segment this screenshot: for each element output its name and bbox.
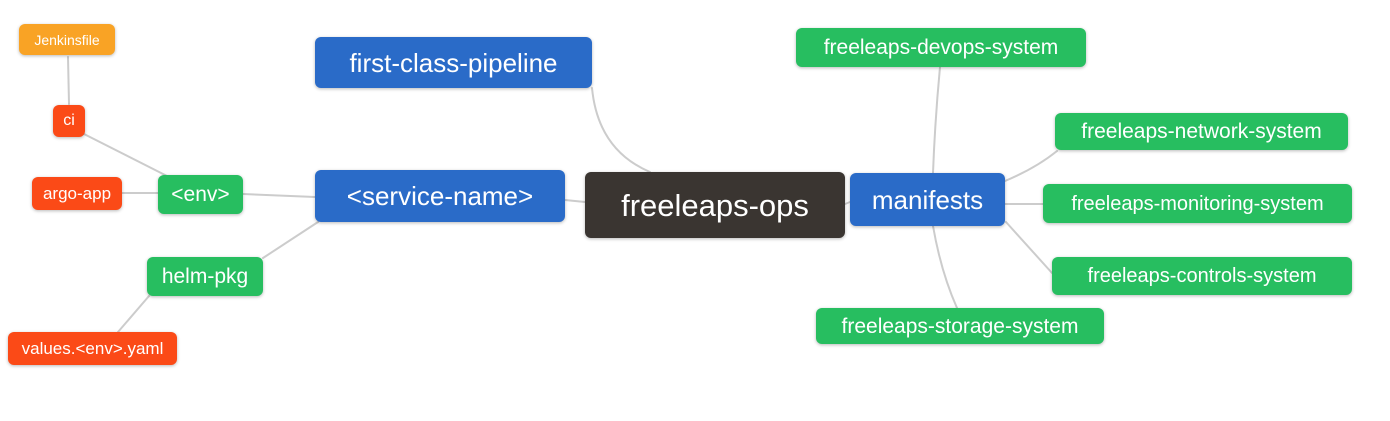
edge-helm-pkg--values-env-yaml bbox=[117, 295, 150, 333]
mindmap-node-values-env-yaml[interactable]: values.<env>.yaml bbox=[8, 332, 177, 365]
edge-service-name--helm-pkg bbox=[262, 221, 319, 259]
mindmap-node-freeleaps-network-system[interactable]: freeleaps-network-system bbox=[1055, 113, 1348, 150]
mindmap-node-ci[interactable]: ci bbox=[53, 105, 85, 137]
edge-manifests--freeleaps-network-system bbox=[1004, 150, 1058, 182]
mindmap-node-freeleaps-storage-system[interactable]: freeleaps-storage-system bbox=[816, 308, 1104, 344]
edge-manifests--freeleaps-devops-system bbox=[932, 66, 941, 174]
mindmap-node-env[interactable]: <env> bbox=[158, 175, 243, 214]
mindmap-node-manifests[interactable]: manifests bbox=[850, 173, 1005, 226]
mindmap-node-jenkinsfile[interactable]: Jenkinsfile bbox=[19, 24, 115, 55]
edge-first-class-pipeline--freeleaps-ops bbox=[591, 87, 651, 173]
mindmap-node-first-class-pipeline[interactable]: first-class-pipeline bbox=[315, 37, 592, 88]
edge-freeleaps-ops--manifests bbox=[844, 201, 851, 205]
edge-jenkinsfile--ci bbox=[67, 56, 70, 105]
edge-manifests--freeleaps-controls-system bbox=[1005, 221, 1053, 274]
mindmap-node-service-name[interactable]: <service-name> bbox=[315, 170, 565, 222]
mindmap-node-freeleaps-controls-system[interactable]: freeleaps-controls-system bbox=[1052, 257, 1352, 295]
edge-env--service-name bbox=[242, 193, 316, 198]
edge-service-name--freeleaps-ops bbox=[564, 199, 586, 203]
mindmap-node-freeleaps-devops-system[interactable]: freeleaps-devops-system bbox=[796, 28, 1086, 67]
edge-ci--env bbox=[83, 133, 168, 177]
mindmap-node-helm-pkg[interactable]: helm-pkg bbox=[147, 257, 263, 296]
edge-manifests--freeleaps-storage-system bbox=[932, 225, 958, 309]
mindmap-node-freeleaps-monitoring-system[interactable]: freeleaps-monitoring-system bbox=[1043, 184, 1352, 223]
mindmap-node-argo-app[interactable]: argo-app bbox=[32, 177, 122, 210]
mindmap-node-freeleaps-ops[interactable]: freeleaps-ops bbox=[585, 172, 845, 238]
